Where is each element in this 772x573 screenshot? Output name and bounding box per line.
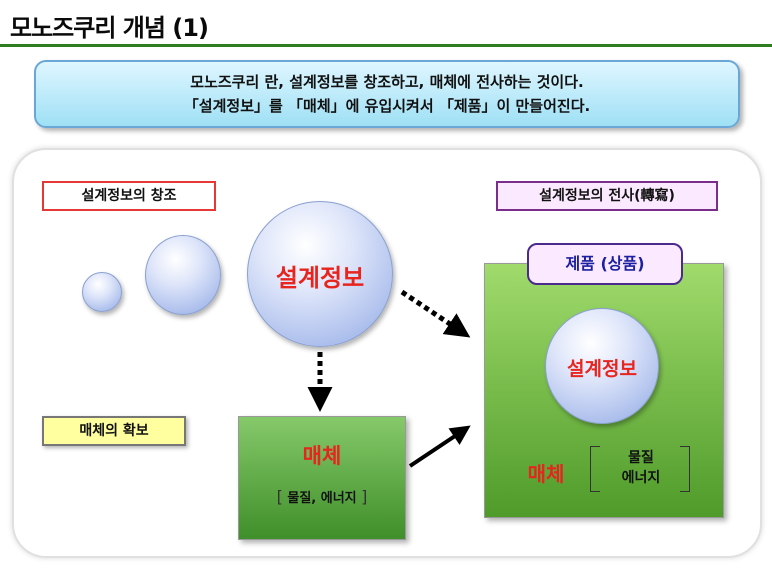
medium-subtitle: [ 물질, 에너지 ] — [238, 487, 406, 506]
arrow-medium-to-product — [408, 425, 471, 468]
bracket-right: ] — [361, 487, 368, 506]
medium-circle — [145, 235, 221, 315]
summary-banner: 모노즈쿠리 란, 설계정보를 창조하고, 매체에 전사하는 것이다. 「설계정보… — [34, 60, 740, 128]
arrow-design-to-product — [400, 289, 471, 338]
product-sub-line-2: 에너지 — [621, 470, 661, 486]
banner-line-2: 「설계정보」를 「매체」에 유입시켜서 「제품」이 만들어진다. — [183, 97, 591, 115]
design-info-circle — [247, 201, 393, 347]
banner-line-1: 모노즈쿠리 란, 설계정보를 창조하고, 매체에 전사하는 것이다. — [190, 73, 584, 91]
bracket-left: [ — [276, 487, 283, 506]
medium-sub-text: 물질, 에너지 — [287, 491, 357, 506]
label-medium-acquisition: 매체의 확보 — [42, 416, 186, 446]
product-label: 제품 (상품) — [527, 243, 683, 285]
product-sub-line-1: 물질 — [628, 450, 654, 466]
title-underline — [0, 44, 772, 47]
product-medium-text: 매체 — [527, 462, 565, 486]
page-title: 모노즈쿠리 개념 (1) — [10, 14, 209, 42]
product-design-info-text: 설계정보 — [567, 358, 637, 380]
product-bracket-left — [590, 446, 600, 492]
label-design-transfer: 설계정보의 전사(轉寫) — [496, 181, 718, 211]
product-sub-text: 물질 에너지 — [596, 448, 686, 488]
small-circle — [82, 272, 122, 312]
label-design-creation: 설계정보의 창조 — [42, 181, 216, 211]
product-design-info-circle — [545, 308, 659, 424]
medium-box — [238, 416, 406, 540]
medium-title: 매체 — [302, 444, 342, 468]
product-bracket-right — [680, 446, 690, 492]
design-info-text: 설계정보 — [275, 264, 365, 292]
